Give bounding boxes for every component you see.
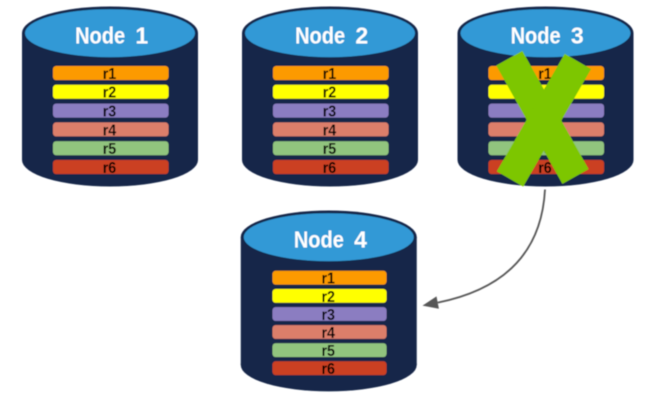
svg-text:r2: r2 <box>103 85 117 102</box>
svg-text:Node: Node <box>295 22 345 48</box>
svg-text:3: 3 <box>571 22 584 48</box>
svg-text:r5: r5 <box>103 141 117 158</box>
svg-text:r3: r3 <box>322 307 336 324</box>
svg-text:r1: r1 <box>323 66 337 83</box>
svg-text:r1: r1 <box>538 66 552 83</box>
svg-text:r1: r1 <box>322 271 336 288</box>
svg-text:r3: r3 <box>323 104 337 121</box>
svg-text:r5: r5 <box>322 343 336 360</box>
svg-text:Node: Node <box>75 22 125 48</box>
svg-text:r2: r2 <box>323 85 337 102</box>
svg-text:r6: r6 <box>322 361 336 378</box>
svg-text:r6: r6 <box>538 160 552 177</box>
svg-text:r4: r4 <box>323 122 337 139</box>
svg-text:Node: Node <box>511 22 561 48</box>
svg-text:r2: r2 <box>322 289 336 306</box>
svg-text:Node: Node <box>294 226 344 252</box>
svg-text:r4: r4 <box>322 325 336 342</box>
svg-text:r6: r6 <box>323 160 337 177</box>
svg-text:r1: r1 <box>103 66 117 83</box>
svg-text:r4: r4 <box>103 122 117 139</box>
svg-text:r6: r6 <box>103 160 117 177</box>
svg-text:4: 4 <box>354 226 367 252</box>
svg-text:1: 1 <box>135 22 148 48</box>
svg-text:r3: r3 <box>103 104 117 121</box>
svg-text:2: 2 <box>355 22 368 48</box>
svg-text:r5: r5 <box>323 141 337 158</box>
